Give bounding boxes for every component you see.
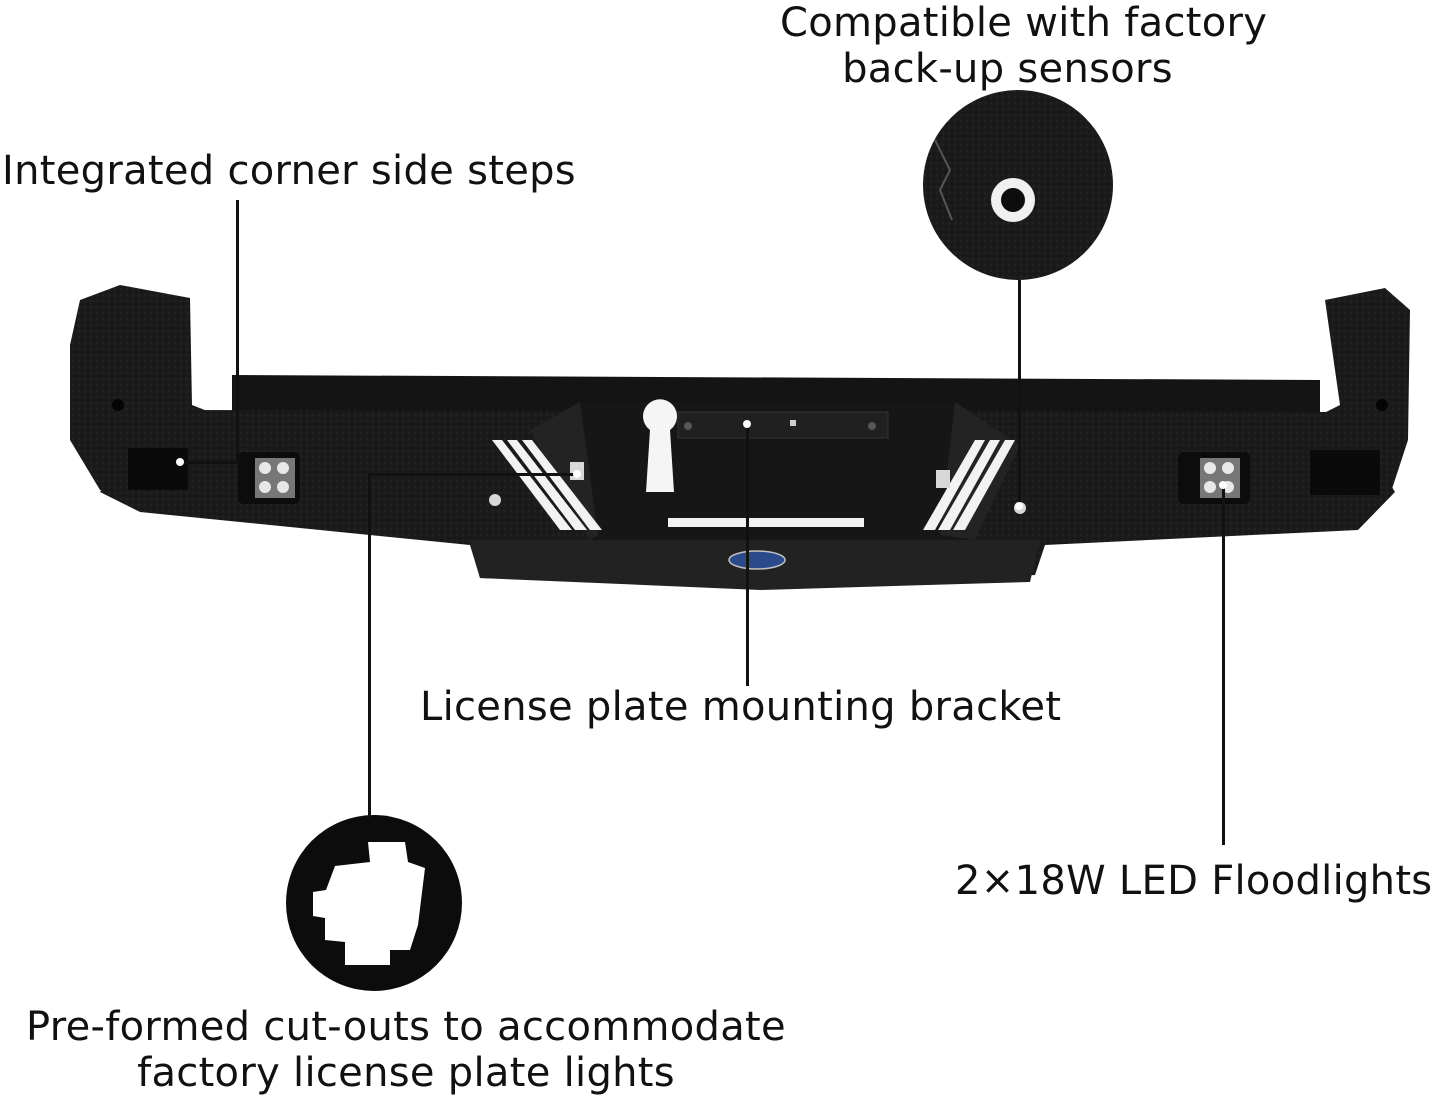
cutouts-leader-horizontal: [368, 473, 578, 476]
side-steps-leader-dot: [176, 458, 184, 466]
license-bracket-leader-dot: [743, 420, 751, 428]
cutouts-leader-dot: [573, 470, 581, 478]
cutouts-callout-line2: factory license plate lights: [137, 1050, 675, 1096]
sensor-detail-circle: [923, 90, 1113, 280]
left-floodlight: [238, 452, 300, 504]
sensors-leader: [1018, 280, 1021, 505]
cutout-detail-circle: [286, 815, 462, 991]
sensors-callout-line1: Compatible with factory: [780, 0, 1268, 46]
floodlights-leader-dot: [1219, 481, 1227, 489]
brand-badge: [728, 550, 786, 570]
side-steps-leader: [236, 200, 239, 462]
center-slot: [668, 518, 864, 527]
sensors-leader-dot: [1015, 502, 1023, 510]
sensors-callout-line2: back-up sensors: [842, 46, 1173, 92]
left-corner-step: [70, 285, 230, 505]
right-step-cutout: [1310, 450, 1380, 495]
license-bracket-callout: License plate mounting bracket: [420, 684, 1062, 730]
floodlights-callout: 2×18W LED Floodlights: [955, 858, 1433, 904]
side-steps-leader-horizontal: [180, 461, 238, 464]
cutouts-leader: [368, 473, 371, 818]
side-steps-callout: Integrated corner side steps: [2, 148, 576, 194]
sensors-callout: Compatible with factory back-up sensors: [780, 0, 1268, 92]
keyhole-cutout: [643, 399, 678, 492]
license-bracket-leader: [746, 424, 749, 686]
license-bracket: [677, 411, 889, 439]
bumper-top-lip: [232, 375, 1320, 418]
right-floodlight: [1178, 452, 1250, 504]
floodlights-leader: [1222, 485, 1225, 845]
cutouts-callout: Pre-formed cut-outs to accommodate facto…: [0, 1004, 812, 1096]
left-step-cutout: [128, 448, 188, 490]
cutouts-callout-line1: Pre-formed cut-outs to accommodate: [26, 1004, 786, 1050]
